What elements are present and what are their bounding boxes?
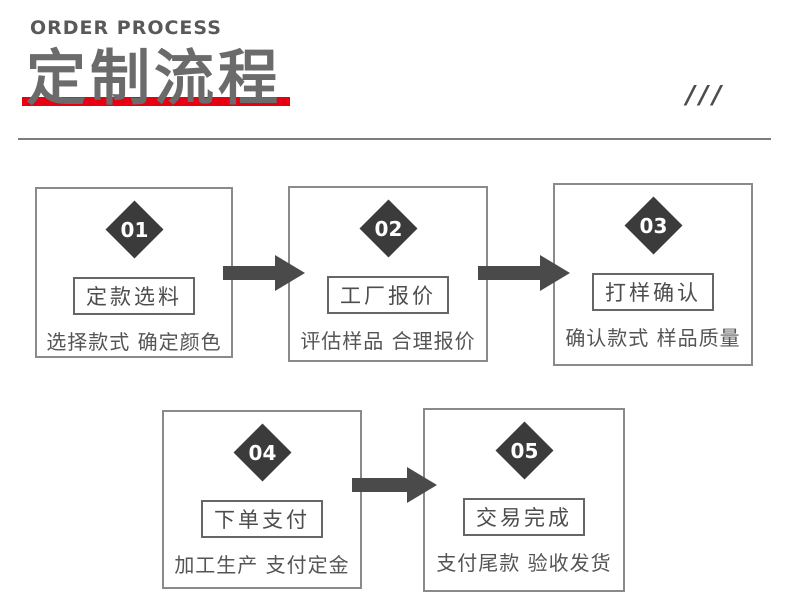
step-caption: 加工生产 支付定金 bbox=[174, 553, 350, 577]
arrow-right-icon bbox=[352, 467, 437, 503]
arrow-right-icon bbox=[223, 255, 305, 291]
step-box-4: 04 下单支付 加工生产 支付定金 bbox=[162, 410, 362, 589]
step-box-5: 05 交易完成 支付尾款 验收发货 bbox=[423, 408, 625, 592]
step-number-diamond-icon: 02 bbox=[358, 198, 418, 258]
step-box-3: 03 打样确认 确认款式 样品质量 bbox=[553, 183, 753, 366]
header-divider-line bbox=[18, 138, 771, 140]
step-label: 打样确认 bbox=[592, 273, 714, 311]
step-caption: 确认款式 样品质量 bbox=[565, 326, 741, 350]
step-caption: 支付尾款 验收发货 bbox=[436, 551, 612, 575]
step-number-diamond-icon: 04 bbox=[232, 422, 292, 482]
arrow-right-icon bbox=[478, 255, 570, 291]
step-number-diamond-icon: 01 bbox=[104, 199, 164, 259]
step-number: 01 bbox=[120, 217, 148, 241]
step-box-1: 01 定款选料 选择款式 确定颜色 bbox=[35, 187, 233, 358]
step-number: 04 bbox=[248, 440, 276, 464]
step-number-diamond-icon: 05 bbox=[494, 420, 554, 480]
step-caption: 评估样品 合理报价 bbox=[300, 329, 476, 353]
section-title: 定制流程 bbox=[26, 44, 282, 114]
step-label: 定款选料 bbox=[73, 277, 195, 315]
step-number: 03 bbox=[639, 213, 667, 237]
step-label: 交易完成 bbox=[463, 498, 585, 536]
step-caption: 选择款式 确定颜色 bbox=[46, 330, 222, 354]
step-number-diamond-icon: 03 bbox=[623, 195, 683, 255]
step-number: 02 bbox=[374, 216, 402, 240]
step-box-2: 02 工厂报价 评估样品 合理报价 bbox=[288, 186, 488, 362]
step-label: 下单支付 bbox=[201, 500, 323, 538]
section-eyebrow: ORDER PROCESS bbox=[30, 17, 222, 39]
title-red-underline bbox=[22, 97, 290, 106]
step-number: 05 bbox=[510, 438, 538, 462]
triple-slash-decoration: /// bbox=[686, 80, 726, 109]
step-label: 工厂报价 bbox=[327, 276, 449, 314]
